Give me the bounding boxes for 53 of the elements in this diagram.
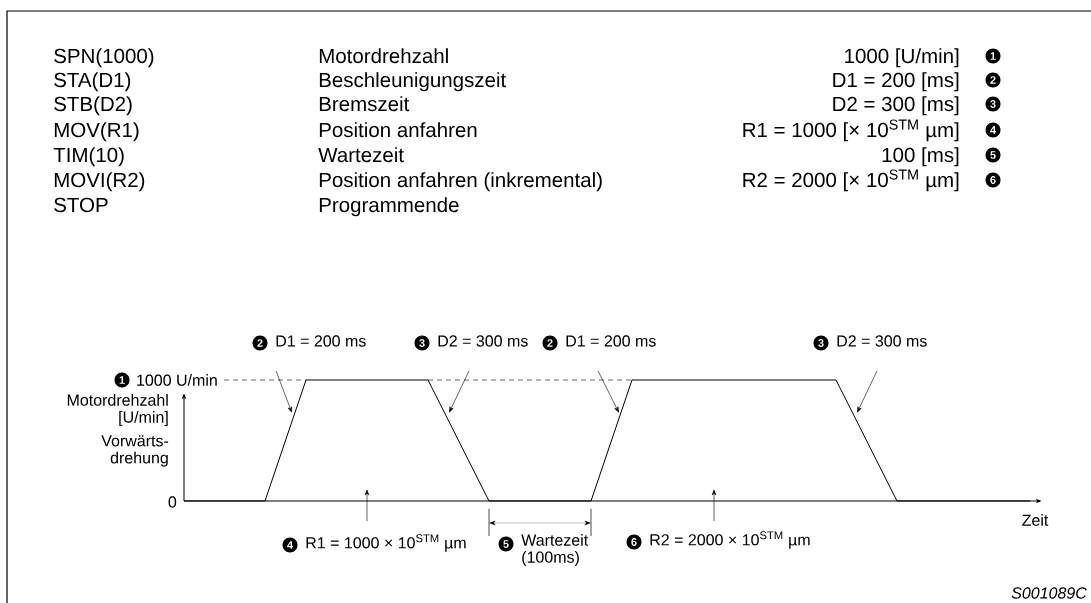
program-command: SPN(1000) [54,48,154,68]
value-text: 1000 [U/min] [845,48,959,68]
leader-text: D2 = 300 ms [837,335,927,347]
axis-label: Zeit [1022,514,1049,526]
callout-number: 2 [985,72,1001,88]
program-command: TIM(10) [53,147,124,167]
program-command: STB(D2) [54,96,132,116]
description-text: Bremszeit [319,96,410,112]
value-text: R1 = 1000 [× 10$^{STM}$ µm] [743,119,959,142]
level-label: 1000 U/min [137,374,217,386]
leader-arrow [364,489,370,522]
callout-number: 2 [542,335,558,351]
value-text: 100 [ms] [882,147,959,167]
callout-number: 6 [626,534,642,550]
callout-number: 2 [252,335,268,351]
description-text: Position anfahren [319,122,477,138]
callout-number: 4 [985,122,1001,138]
program-command: STA(D1) [54,72,131,92]
leader-arrow [275,370,292,413]
axis-label: Vorwärts- drehung [101,435,169,467]
leader-arrow [857,370,878,413]
callout-number: 4 [282,537,298,553]
annotation-text: Wartezeit (100ms) [521,534,589,566]
axis-label: Motordrehzahl [U/min] [67,394,168,426]
tick-label: 0 [168,496,177,508]
callout-number: 3 [985,96,1001,112]
description-text: Motordrehzahl [319,48,448,64]
callout-number: 1 [985,48,1001,64]
value-text: R2 = 2000 [× 10$^{STM}$ µm] [743,169,959,192]
leader-text: R1 = 1000 × 10$^{STM}$ µm [306,534,466,552]
program-command: MOV(R1) [54,122,139,142]
leader-text: D2 = 300 ms [438,335,528,347]
program-command: MOVI(R2) [54,172,145,192]
program-command: STOP [54,197,108,213]
leader-text: D1 = 200 ms [566,335,656,347]
leader-arrow [711,489,717,522]
description-text: Beschleunigungszeit [319,72,507,92]
description-text: Wartezeit [318,147,404,163]
callout-number: 3 [813,335,829,351]
leader-arrow [449,370,470,413]
callout-number: 5 [985,147,1001,163]
leader-text: D1 = 200 ms [276,335,366,347]
leader-text: R2 = 2000 × 10$^{STM}$ µm [650,531,810,549]
callout-number: 3 [414,335,430,351]
callout-number: 1 [114,372,130,388]
description-text: Position anfahren (inkremental) [319,172,602,192]
value-text: D1 = 200 [ms] [833,72,959,92]
leader-arrow [597,370,619,413]
callout-number: 5 [498,536,514,552]
callout-number: 6 [985,172,1001,188]
description-text: Programmende [319,197,459,217]
value-text: D2 = 300 [ms] [833,96,959,116]
figure-id: S001089C [1011,587,1087,599]
